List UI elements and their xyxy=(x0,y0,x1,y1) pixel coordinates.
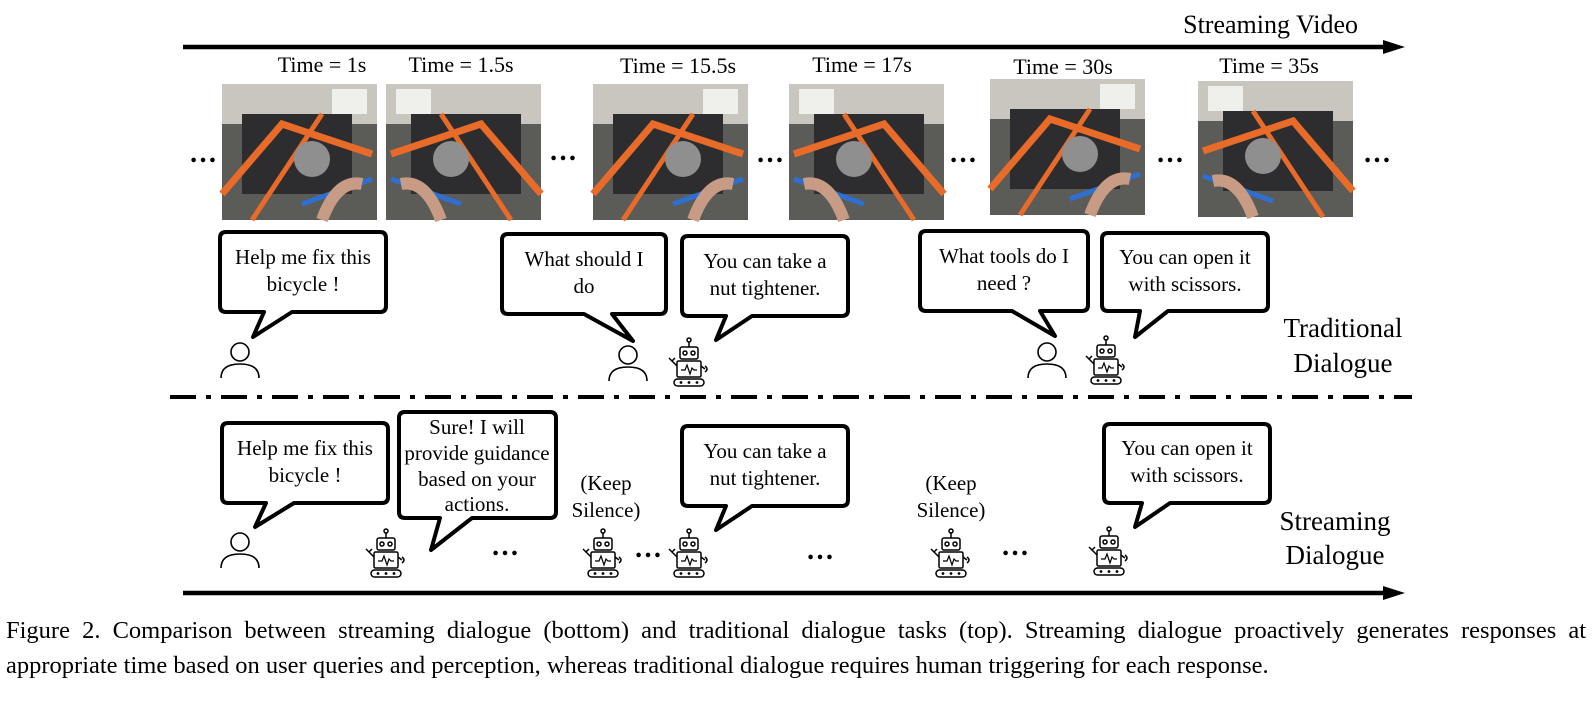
time-label-5: Time = 30s xyxy=(1013,54,1113,79)
time-label-6: Time = 35s xyxy=(1219,53,1319,78)
bubble-text-line: You can open it xyxy=(1121,436,1253,460)
time-label-4: Time = 17s xyxy=(812,52,912,77)
bubble-text-line: nut tightener. xyxy=(710,276,821,300)
bubble-text-line: need ? xyxy=(977,271,1031,295)
speech-bubble: Help me fix this bicycle ! xyxy=(218,230,388,339)
traditional-dialogue-label: Traditional xyxy=(1283,313,1402,343)
dialogue-ellipsis: … xyxy=(806,535,834,566)
dialogue-ellipsis: … xyxy=(1001,531,1029,562)
streaming-dialogue: Help me fix this bicycle ! Sure! I will … xyxy=(220,410,1391,578)
keep-silence-note: (Keep xyxy=(580,471,631,495)
bubble-text-line: with scissors. xyxy=(1128,272,1241,296)
robot-icon xyxy=(668,337,708,387)
video-frame-1 xyxy=(222,84,377,220)
streaming-dialogue-label: Streaming xyxy=(1280,506,1391,536)
bubble-text-line: nut tightener. xyxy=(710,466,821,490)
bubble-text-line: What tools do I xyxy=(939,244,1069,268)
streaming-dialogue-label: Dialogue xyxy=(1286,540,1385,570)
video-frame-6 xyxy=(1198,81,1353,217)
bubble-text-line: Help me fix this xyxy=(237,436,373,460)
figure-label: Figure 2. xyxy=(6,617,101,644)
bubble-text-line: bicycle ! xyxy=(269,463,342,487)
traditional-dialogue: Help me fix this bicycle ! What should I… xyxy=(218,229,1403,387)
video-frame-4 xyxy=(789,84,944,220)
user-icon xyxy=(220,342,260,379)
bubble-text-line: You can open it xyxy=(1119,245,1251,269)
figure-caption: Figure 2. Comparison between streaming d… xyxy=(6,614,1586,683)
keep-silence-note: (Keep xyxy=(925,471,976,495)
video-frame-3 xyxy=(593,84,748,220)
bubble-text-line: What should I xyxy=(525,247,644,271)
video-frame-5 xyxy=(990,79,1145,215)
video-frame-2 xyxy=(386,84,541,220)
bubble-text-line: actions. xyxy=(445,492,510,516)
speech-bubble: You can take a nut tightener. xyxy=(680,424,850,532)
frame-ellipsis: … xyxy=(1156,138,1184,169)
robot-icon xyxy=(668,528,708,578)
speech-bubble: You can take a nut tightener. xyxy=(680,234,850,342)
streaming-vs-traditional-diagram: Streaming Video Time = 1s Time = 1.5s Ti… xyxy=(170,10,1412,600)
speech-bubble: What tools do I need ? xyxy=(918,229,1090,338)
user-icon xyxy=(608,345,648,382)
user-icon xyxy=(220,532,260,569)
bubble-text-line: based on your xyxy=(418,467,536,491)
frame-ellipsis: … xyxy=(549,136,577,167)
keep-silence-note: Silence) xyxy=(572,498,641,522)
user-icon xyxy=(1027,342,1067,379)
timeline-arrow xyxy=(183,586,1405,600)
streaming-video-arrow xyxy=(183,40,1405,54)
speech-bubble: What should I do xyxy=(500,232,668,343)
bubble-text-line: do xyxy=(574,274,595,298)
streaming-video-label: Streaming Video xyxy=(1183,10,1358,39)
frame-ellipsis: … xyxy=(189,138,217,169)
robot-icon xyxy=(582,528,622,578)
time-label-3: Time = 15.5s xyxy=(620,53,736,78)
dialogue-ellipsis: … xyxy=(491,531,519,562)
speech-bubble: Sure! I will provide guidance based on y… xyxy=(397,410,558,552)
bubble-text-line: bicycle ! xyxy=(267,272,340,296)
dialogue-ellipsis: … xyxy=(634,533,662,564)
speech-bubble: You can open it with scissors. xyxy=(1100,231,1270,339)
bubble-text-line: Sure! I will xyxy=(429,415,525,439)
frame-ellipsis: … xyxy=(949,138,977,169)
time-label-2: Time = 1.5s xyxy=(408,52,513,77)
speech-bubble: Help me fix this bicycle ! xyxy=(220,421,390,529)
frame-ellipsis: … xyxy=(756,138,784,169)
bubble-text-line: Help me fix this xyxy=(235,245,371,269)
time-label-1: Time = 1s xyxy=(278,52,367,77)
robot-icon xyxy=(1085,335,1125,385)
bubble-text-line: provide guidance xyxy=(404,441,549,465)
speech-bubble: You can open it with scissors. xyxy=(1102,422,1272,529)
frame-ellipsis: … xyxy=(1363,138,1391,169)
bubble-text-line: You can take a xyxy=(703,439,827,463)
bubble-text-line: You can take a xyxy=(703,249,827,273)
keep-silence-note: Silence) xyxy=(917,498,986,522)
bubble-text-line: with scissors. xyxy=(1130,463,1243,487)
caption-text: Comparison between streaming dialogue (b… xyxy=(6,617,1587,679)
robot-icon xyxy=(930,528,970,578)
robot-icon xyxy=(1088,526,1128,576)
traditional-dialogue-label: Dialogue xyxy=(1294,348,1393,378)
robot-icon xyxy=(365,528,405,578)
